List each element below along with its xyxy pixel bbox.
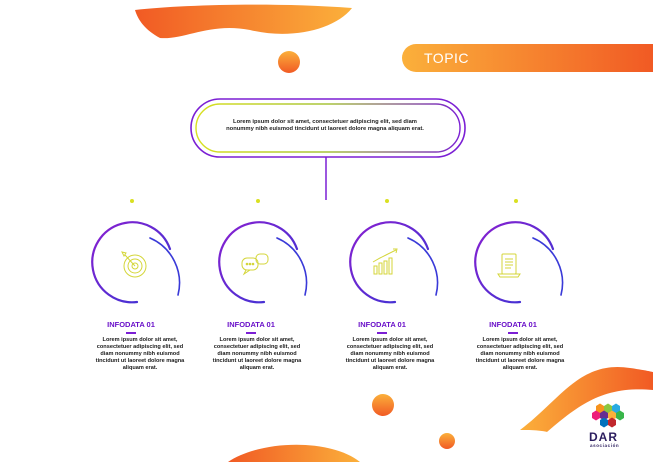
bottom-wave-blob xyxy=(228,444,360,462)
info-text-4: Lorem ipsum dolor sit amet, consectetuer… xyxy=(475,337,565,371)
orange-dot-top xyxy=(278,51,300,73)
connector-dot xyxy=(385,199,389,203)
info-text-2: Lorem ipsum dolor sit amet, consectetuer… xyxy=(212,337,302,371)
info-title-3: INFODATA 01 xyxy=(358,320,406,329)
logo-name: DAR xyxy=(589,430,618,444)
info-title-1: INFODATA 01 xyxy=(107,320,155,329)
info-divider-4 xyxy=(508,332,518,334)
info-title-4: INFODATA 01 xyxy=(489,320,537,329)
orange-dot-bottom xyxy=(372,394,394,416)
target-icon xyxy=(121,251,147,278)
orange-dot-small xyxy=(439,433,455,449)
logo-subtitle: asociación xyxy=(590,443,620,448)
top-wave-blob xyxy=(135,4,352,39)
main-box-inner xyxy=(195,103,461,153)
document-icon xyxy=(497,253,521,278)
info-divider-2 xyxy=(246,332,256,334)
info-circle-4 xyxy=(474,221,564,304)
connector-dot xyxy=(256,199,260,203)
info-text-3: Lorem ipsum dolor sit amet, consectetuer… xyxy=(345,337,435,371)
info-divider-1 xyxy=(126,332,136,334)
info-circle-3 xyxy=(349,221,439,304)
topic-label: TOPIC xyxy=(424,50,470,66)
info-text-1: Lorem ipsum dolor sit amet, consectetuer… xyxy=(95,337,185,371)
corner-white-wave xyxy=(540,389,653,468)
info-circle-1 xyxy=(91,221,181,304)
logo-hexagons xyxy=(592,403,624,428)
topic-bar xyxy=(402,44,653,72)
info-circle-2 xyxy=(218,221,308,304)
chat-icon xyxy=(241,253,269,276)
connector-dot xyxy=(130,199,134,203)
info-title-2: INFODATA 01 xyxy=(227,320,275,329)
info-divider-3 xyxy=(377,332,387,334)
connector-dot xyxy=(514,199,518,203)
main-box-outer xyxy=(190,98,466,158)
bar-chart-icon xyxy=(372,248,398,275)
main-box-text: Lorem ipsum dolor sit amet, consectetuer… xyxy=(226,119,424,132)
